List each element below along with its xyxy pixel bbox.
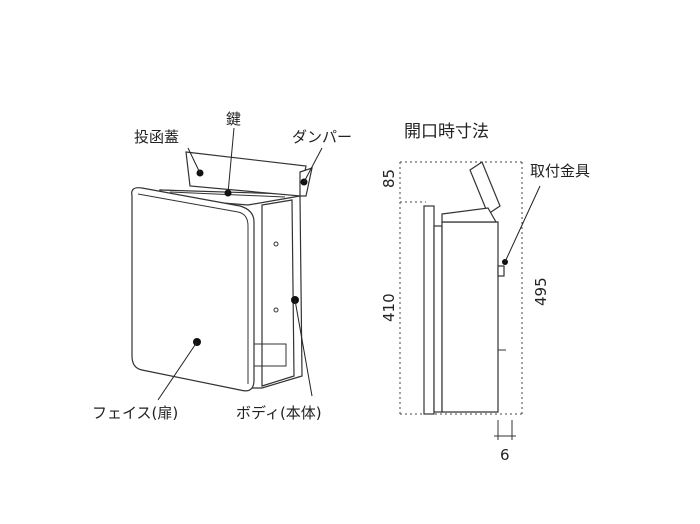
label-body: ボディ(本体) [236, 404, 322, 422]
lid-leader [187, 147, 201, 174]
label-key: 鍵 [226, 110, 241, 128]
side-hole-2 [273, 307, 279, 313]
dim-85: 85 [380, 169, 398, 188]
bracket-tab [497, 265, 505, 277]
face-profile [423, 205, 435, 415]
key-leader [227, 127, 235, 194]
open-lid-profile [469, 161, 501, 215]
label-face: フェイス(扉) [92, 404, 178, 422]
body-side-panel [261, 199, 295, 387]
bracket-leader [504, 185, 541, 263]
label-bracket: 取付金具 [530, 162, 590, 180]
mailbox-3d-view: 投函蓋 鍵 ダンパー フェイス(扉) ボディ(本体) [92, 110, 352, 422]
dim-6: 6 [500, 446, 510, 464]
body-profile [441, 221, 499, 413]
face-door-edge [137, 193, 249, 384]
dim-495: 495 [532, 277, 550, 306]
damper-leader [303, 147, 323, 183]
body-leader [294, 299, 313, 397]
face-door [131, 187, 255, 392]
face-leader [157, 341, 198, 401]
dim-410: 410 [380, 293, 398, 322]
lid-bridge [441, 207, 498, 223]
inner-shelf [252, 343, 287, 367]
body-profile-inner [433, 225, 443, 413]
open-dimension-title: 開口時寸法 [404, 122, 489, 142]
label-lid: 投函蓋 [134, 128, 179, 146]
side-hole-1 [273, 241, 279, 247]
label-damper: ダンパー [292, 128, 352, 146]
side-view: 開口時寸法 取付金具 85 410 495 6 [380, 122, 590, 464]
lid-flap [185, 151, 307, 197]
